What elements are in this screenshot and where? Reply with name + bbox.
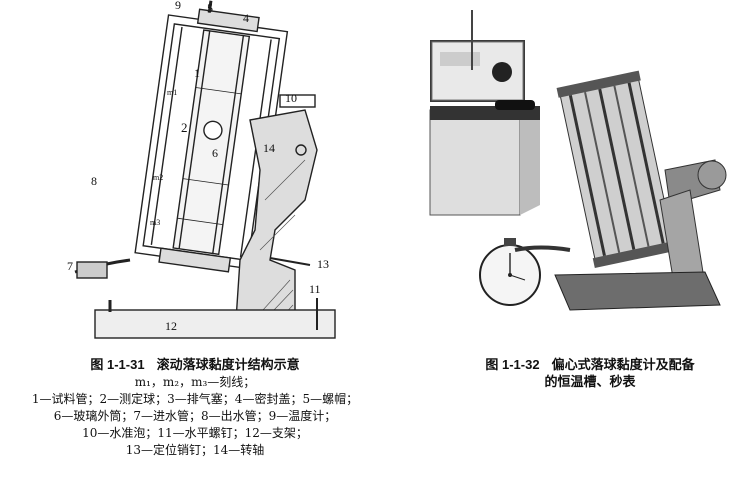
label-6: 6 [212, 146, 218, 160]
caption-title-text: 滚动落球黏度计结构示意 [156, 358, 300, 373]
label-11: 11 [309, 282, 321, 296]
caption-line: 13—定位销钉；14—转轴 [125, 443, 265, 457]
caption-line: 1—试料管；2—测定球；3—排气塞；4—密封盖；5—螺帽； [31, 392, 359, 406]
scale-mark-m1: m1 [167, 88, 177, 97]
caption-number: 图 1-1-32 [485, 357, 540, 372]
caption-line: 6—玻璃外筒；7—进水管；8—出水管；9—温度计； [53, 409, 337, 423]
viscometer-photo [429, 10, 727, 311]
caption-line: 10—水准泡；11—水平螺钉；12—支架； [82, 426, 308, 440]
label-4: 4 [243, 11, 249, 25]
viscometer-diagram: 9 5 4 1 2 6 10 14 8 7 13 11 12 m1 m2 m3 [67, 0, 336, 339]
caption-title: 图 1-1-32 偏心式落球黏度计及配备 [430, 356, 750, 374]
label-7: 7 [67, 259, 73, 273]
label-12: 12 [165, 319, 177, 333]
scale-mark-m2: m2 [153, 173, 163, 182]
caption-line: m₁，m₂，m₃—刻线； [134, 375, 256, 389]
caption-number: 图 1-1-31 [90, 357, 145, 372]
label-13: 13 [317, 257, 329, 271]
label-14: 14 [263, 141, 275, 155]
caption-title: 图 1-1-31 滚动落球黏度计结构示意 [0, 356, 390, 374]
caption-title-text: 偏心式落球黏度计及配备 [551, 358, 695, 373]
label-8: 8 [91, 174, 97, 188]
caption-title-line2: 的恒温槽、秒表 [544, 375, 636, 390]
label-2: 2 [181, 120, 188, 135]
figure-left-caption: 图 1-1-31 滚动落球黏度计结构示意 m₁，m₂，m₃—刻线； 1—试料管；2… [0, 356, 390, 459]
figure-right-caption: 图 1-1-32 偏心式落球黏度计及配备 的恒温槽、秒表 [430, 356, 750, 391]
scale-mark-m3: m3 [150, 218, 160, 227]
label-1: 1 [194, 66, 200, 80]
label-5: 5 [207, 1, 213, 15]
label-9: 9 [175, 0, 181, 12]
label-10: 10 [285, 91, 297, 105]
